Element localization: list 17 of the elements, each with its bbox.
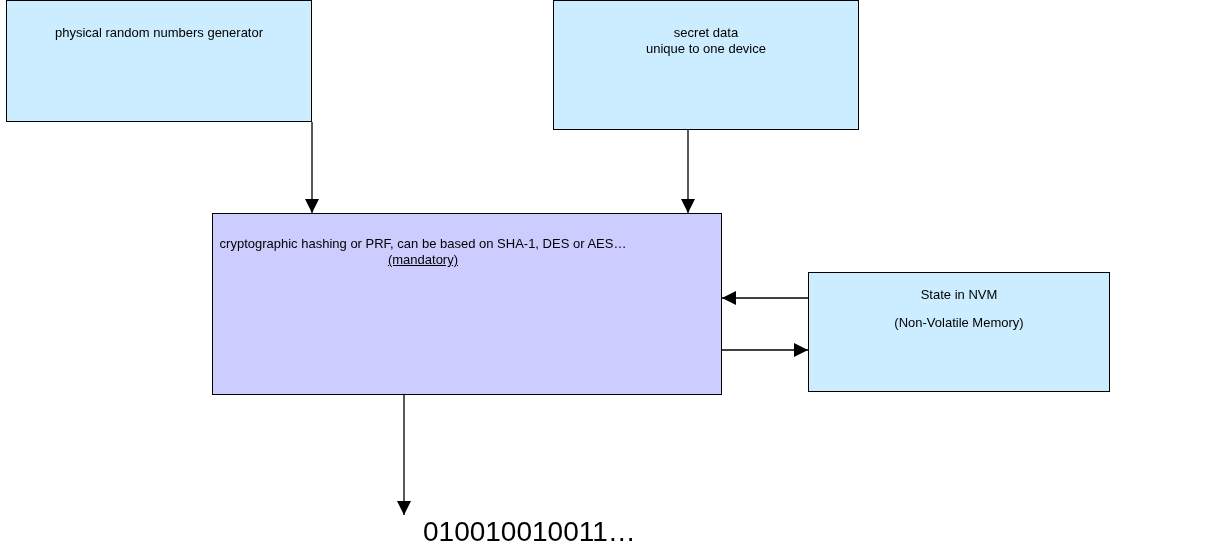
box-text: unique to one device — [645, 41, 767, 57]
process-box — [6, 0, 312, 122]
box-text: (Non-Volatile Memory) — [893, 315, 1025, 331]
arrow — [721, 291, 809, 305]
arrow — [397, 394, 411, 516]
box-title: cryptographic hashing or PRF, can be based on SHA-1, DES or AES… — [218, 236, 628, 252]
storage-box — [808, 272, 1110, 392]
process-box — [212, 213, 722, 395]
box-title: State in NVM — [919, 287, 999, 303]
arrow — [305, 121, 319, 214]
output-text: 010010010011… — [423, 515, 636, 549]
arrow — [681, 129, 695, 214]
box-title: physical random numbers generator — [53, 25, 265, 41]
box-text: (mandatory) — [386, 252, 460, 268]
arrow — [721, 343, 809, 357]
process-box — [553, 0, 859, 130]
box-title: secret data — [672, 25, 740, 41]
